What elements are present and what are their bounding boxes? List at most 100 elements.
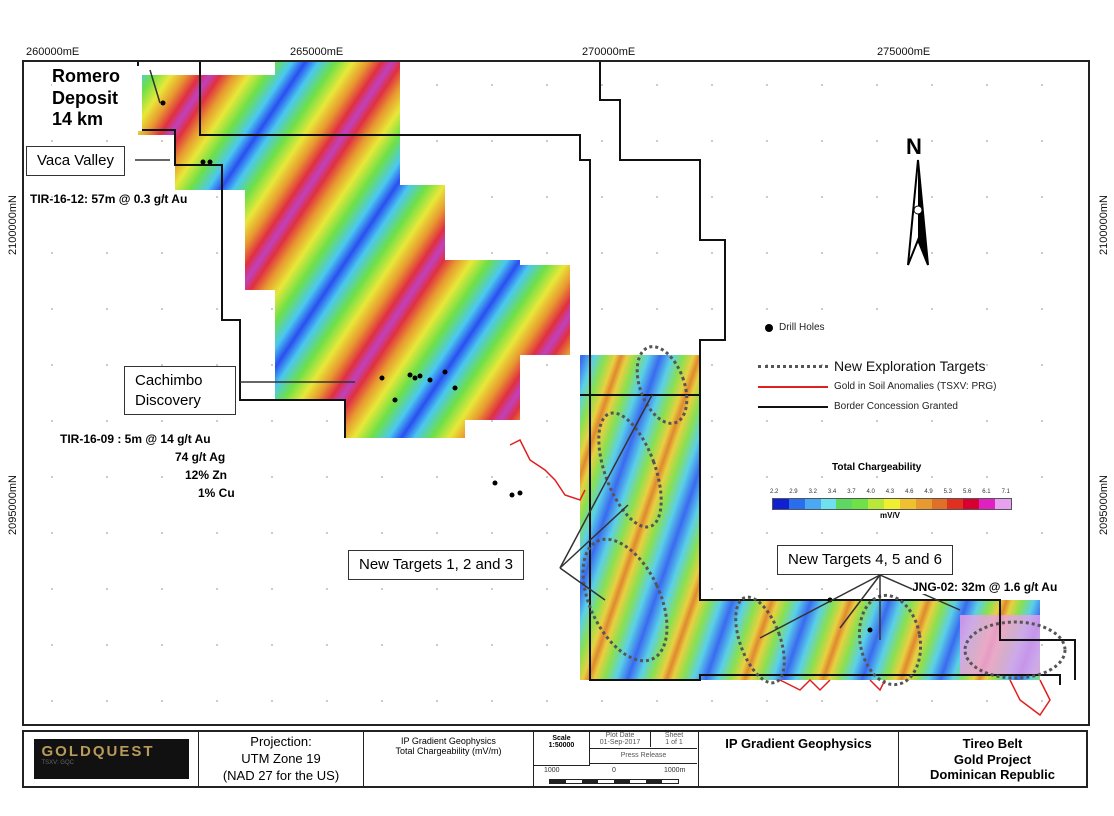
grid-dot xyxy=(821,420,823,422)
project-country: Dominican Republic xyxy=(930,767,1055,783)
map-canvas xyxy=(51,62,1076,717)
projection-label: Projection: xyxy=(250,734,312,749)
grid-dot xyxy=(931,476,933,478)
grid-dot xyxy=(546,532,548,534)
grid-dot xyxy=(106,420,108,422)
grid-dot xyxy=(601,140,603,142)
drill-hole-icon xyxy=(765,323,773,332)
grid-dot xyxy=(381,476,383,478)
project-name: Gold Project xyxy=(953,751,1032,767)
grid-dot xyxy=(326,644,328,646)
grid-dot xyxy=(931,532,933,534)
description-line: Total Chargeability (mV/m) xyxy=(395,746,502,756)
grid-dot xyxy=(271,588,273,590)
grid-dot xyxy=(601,700,603,702)
grid-dot xyxy=(601,308,603,310)
scale-value: 1:50000 xyxy=(548,742,575,749)
colorbar-swatch xyxy=(773,499,789,509)
grid-dot xyxy=(216,364,218,366)
grid-dot xyxy=(51,364,53,366)
grid-dot xyxy=(51,700,53,702)
grid-dot xyxy=(216,644,218,646)
grid-dot xyxy=(711,308,713,310)
grid-dot xyxy=(711,364,713,366)
colorbar-title: Total Chargeability xyxy=(832,462,922,473)
grid-dot xyxy=(546,196,548,198)
colorbar-swatch xyxy=(995,499,1011,509)
grid-dot xyxy=(381,532,383,534)
grid-dot xyxy=(271,420,273,422)
colorbar-tick: 3.2 xyxy=(808,489,817,495)
grid-dot xyxy=(986,532,988,534)
grid-dot xyxy=(51,196,53,198)
colorbar-tick: 4.9 xyxy=(924,489,933,495)
release-label: Press Release xyxy=(590,748,697,764)
grid-dot xyxy=(986,84,988,86)
grid-dot xyxy=(766,140,768,142)
dotted-line-icon xyxy=(758,364,828,368)
colorbar-swatch xyxy=(820,499,837,509)
sheet-label: Sheet xyxy=(664,732,684,739)
grid-dot xyxy=(876,364,878,366)
grid-dot xyxy=(876,196,878,198)
coord-label-n: 2100000mN xyxy=(1098,195,1110,255)
grid-dot xyxy=(106,644,108,646)
grid-dot xyxy=(931,700,933,702)
grid-dot xyxy=(931,364,933,366)
survey-area-west xyxy=(138,62,570,438)
grid-dot xyxy=(1041,364,1043,366)
drill-result-tir1612: TIR-16-12: 57m @ 0.3 g/t Au xyxy=(30,192,188,206)
coord-label-n: 2095000mN xyxy=(7,475,19,535)
plot-date-label: Plot Date xyxy=(605,732,635,739)
scale-bar-mid: 0 xyxy=(612,767,616,774)
grid-dot xyxy=(216,588,218,590)
grid-dot xyxy=(106,532,108,534)
scale-label: Scale xyxy=(552,735,571,742)
north-arrow xyxy=(907,159,929,266)
legend-label: Border Concession Granted xyxy=(834,401,958,412)
scale-bar-right: 1000m xyxy=(664,767,686,774)
colorbar-swatch xyxy=(852,499,869,509)
grid-dot xyxy=(161,532,163,534)
grid-dot xyxy=(931,252,933,254)
colorbar-swatch xyxy=(915,499,932,509)
grid-dot xyxy=(546,644,548,646)
grid-dot xyxy=(436,532,438,534)
grid-dot xyxy=(491,252,493,254)
grid-dot xyxy=(436,84,438,86)
colorbar-tick: 7.1 xyxy=(1001,489,1010,495)
gold-soil-anomalies xyxy=(509,438,1051,717)
grid-dot xyxy=(986,420,988,422)
colorbar-tick: 4.6 xyxy=(905,489,914,495)
grid-dot xyxy=(216,532,218,534)
grid-dot xyxy=(161,364,163,366)
colorbar-tick: 3.4 xyxy=(827,489,837,495)
colorbar-tick: 2.2 xyxy=(770,489,779,495)
grid-dot xyxy=(711,532,713,534)
grid-dot xyxy=(711,84,713,86)
grid-dot xyxy=(656,700,658,702)
grid-dot xyxy=(876,476,878,478)
grid-dot xyxy=(436,476,438,478)
grid-dot xyxy=(1041,476,1043,478)
legend-targets: New Exploration Targets xyxy=(758,358,985,374)
grid-dot xyxy=(161,252,163,254)
concession-borders xyxy=(137,62,1076,685)
grid-dot xyxy=(821,532,823,534)
coord-label-e: 260000mE xyxy=(26,46,80,58)
cachimbo-callout: Cachimbo Discovery xyxy=(124,366,236,415)
colorbar-tick: 5.3 xyxy=(943,489,953,495)
grid-dot xyxy=(491,140,493,142)
legend-border: Border Concession Granted xyxy=(758,401,958,412)
grid-dot xyxy=(271,644,273,646)
callout-arrows xyxy=(135,69,961,640)
grid-dot xyxy=(1041,644,1043,646)
coord-label-n: 2100000mN xyxy=(7,195,19,255)
grid-dot xyxy=(1041,252,1043,254)
colorbar-swatch xyxy=(947,499,964,509)
grid-dot xyxy=(876,308,878,310)
grid-dot xyxy=(106,588,108,590)
